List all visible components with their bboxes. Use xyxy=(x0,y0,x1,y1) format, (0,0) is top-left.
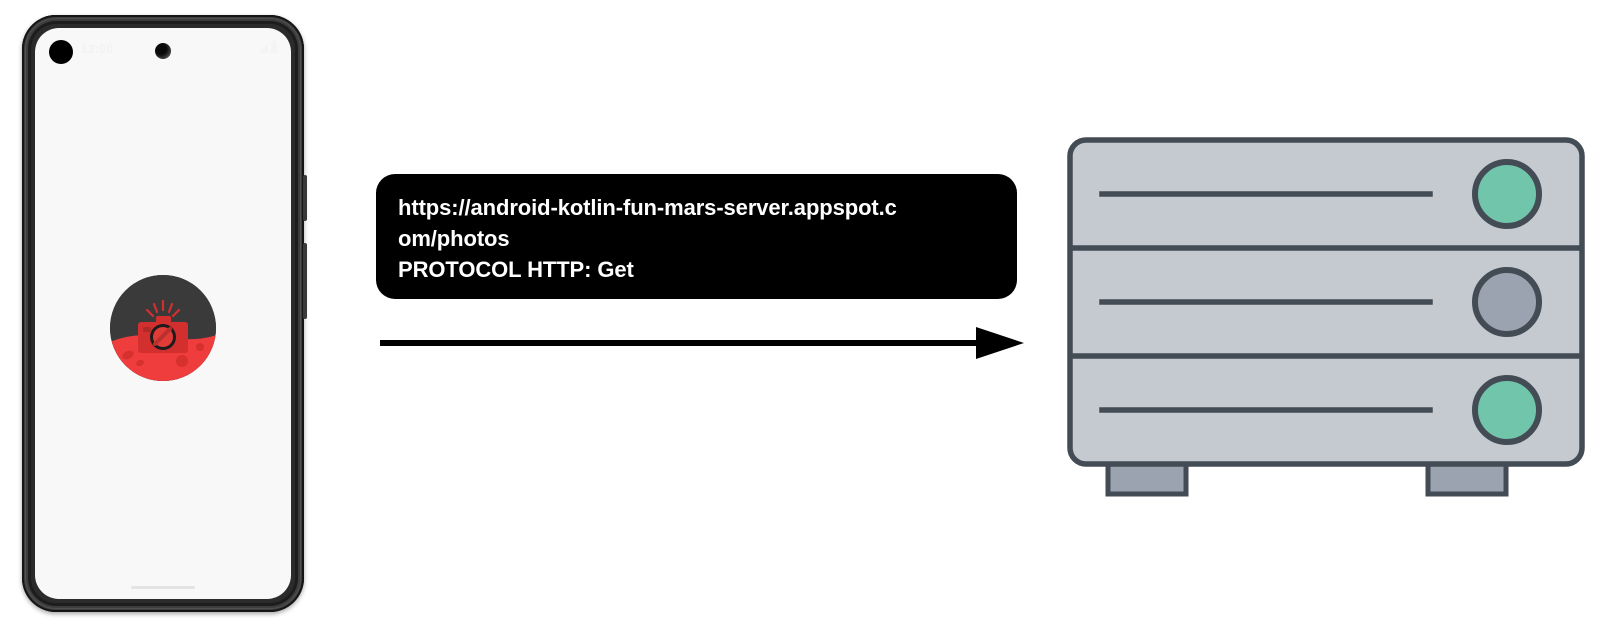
status-bar: 12:00 xyxy=(35,28,291,70)
web-server xyxy=(1060,128,1588,500)
front-camera-punch-hole-icon xyxy=(155,43,171,59)
status-bar-time: 12:00 xyxy=(81,42,114,56)
signal-bars-icon xyxy=(258,42,268,53)
callout-line-2: om/photos xyxy=(398,226,510,251)
phone-screen: 12:00 xyxy=(35,28,291,599)
request-url-callout: https://android-kotlin-fun-mars-server.a… xyxy=(376,174,1017,299)
android-phone: 12:00 xyxy=(22,15,307,612)
battery-icon xyxy=(271,40,277,53)
request-direction-arrow xyxy=(378,325,1026,361)
circle-icon xyxy=(49,40,73,64)
status-bar-indicators xyxy=(258,40,277,53)
callout-line-3: PROTOCOL HTTP: Get xyxy=(398,257,634,282)
volume-button[interactable] xyxy=(303,243,307,319)
callout-line-1: https://android-kotlin-fun-mars-server.a… xyxy=(398,195,897,220)
gesture-nav-bar[interactable] xyxy=(131,586,195,589)
power-button[interactable] xyxy=(303,175,307,221)
mars-photos-app-icon[interactable] xyxy=(110,275,216,381)
